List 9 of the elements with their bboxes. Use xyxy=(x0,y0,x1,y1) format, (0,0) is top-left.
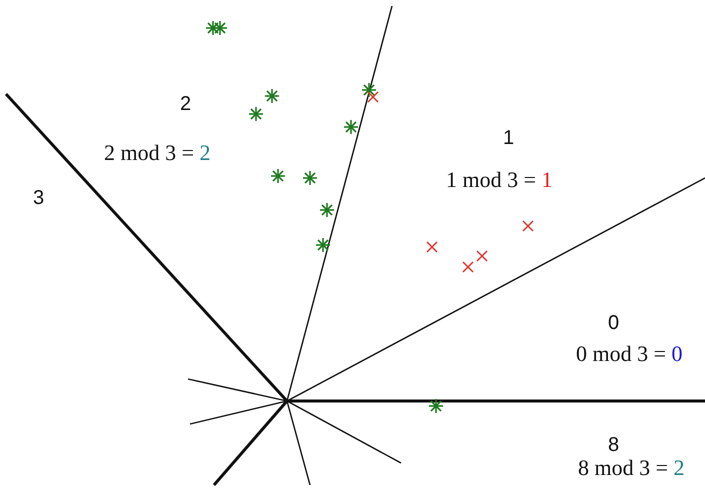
region-number: 3 xyxy=(33,188,44,208)
region-number: 0 xyxy=(608,313,620,333)
modulo-expression: 0 mod 3 = 0 xyxy=(576,343,683,365)
region-number: 8 xyxy=(608,435,620,455)
modulo-expression: 8 mod 3 = 2 xyxy=(578,457,685,479)
modulo-expression: 1 mod 3 = 1 xyxy=(446,169,553,191)
modulo-expression: 2 mod 3 = 2 xyxy=(104,142,211,164)
region-number: 2 xyxy=(180,94,192,114)
region-number: 1 xyxy=(503,128,514,148)
